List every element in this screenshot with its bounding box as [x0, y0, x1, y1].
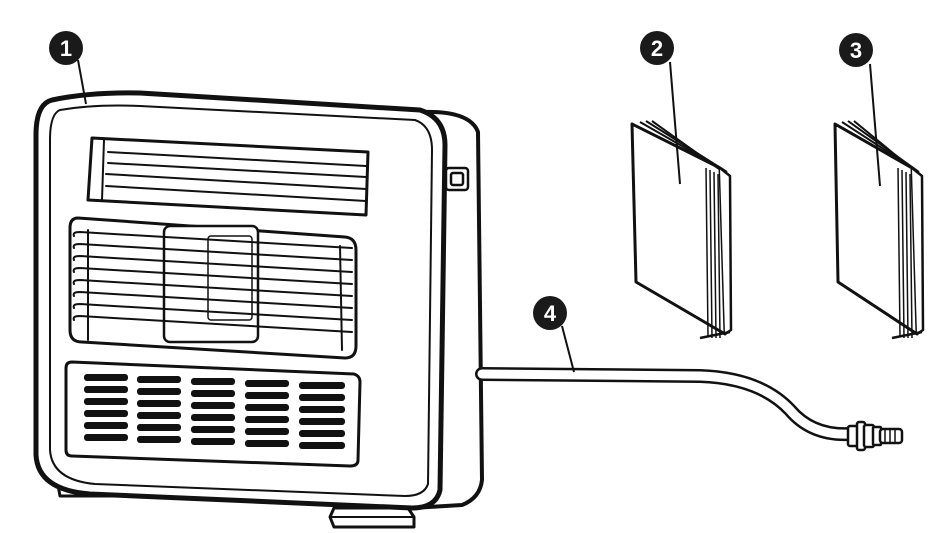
gas-hose [475, 367, 857, 442]
callout-4: 4 [533, 296, 567, 330]
vent-slots [84, 374, 345, 449]
callout-3-label: 3 [850, 38, 862, 63]
heater [33, 90, 484, 529]
callout-4-label: 4 [544, 301, 557, 326]
hose-fitting [846, 420, 904, 452]
callout-3: 3 [839, 33, 873, 67]
upper-louver [86, 136, 370, 217]
booklet-3 [833, 120, 925, 340]
callout-2: 2 [640, 31, 674, 65]
control-knob [444, 166, 470, 192]
callout-1: 1 [49, 31, 83, 65]
heater-foot-right [328, 506, 416, 529]
leader-lines [77, 59, 881, 373]
booklet-2 [630, 120, 733, 340]
grill-wires [72, 229, 353, 351]
callout-1-label: 1 [60, 36, 72, 61]
callout-2-label: 2 [651, 36, 663, 61]
